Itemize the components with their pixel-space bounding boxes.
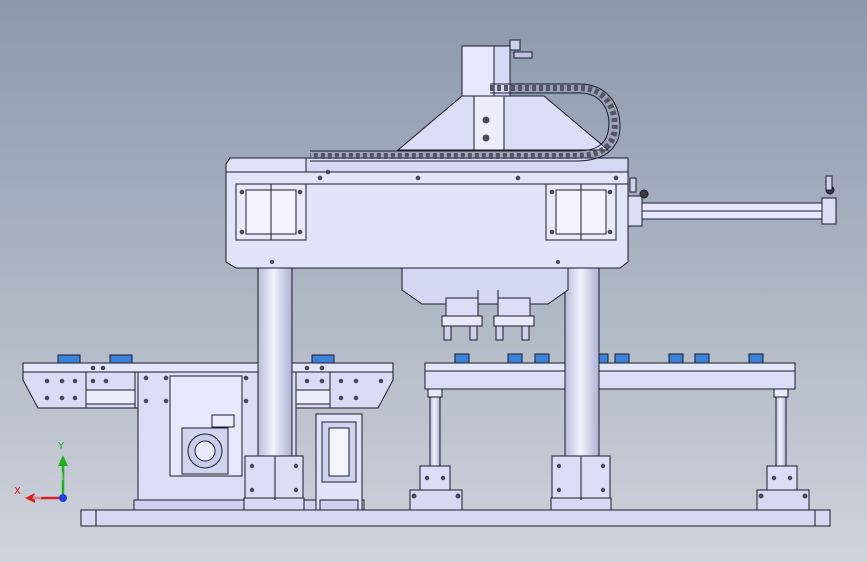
orientation-triad <box>25 455 68 503</box>
z-axis-marker <box>59 494 67 502</box>
control-box <box>315 413 363 511</box>
x-axis-label: X <box>14 486 21 497</box>
upper-carriage <box>396 39 610 151</box>
right-work-table <box>409 353 810 511</box>
side-cylinder-arm <box>627 175 837 227</box>
cable-drag-chain <box>310 85 618 159</box>
gripper-head <box>441 290 535 341</box>
gantry-beam <box>225 157 629 305</box>
support-columns <box>243 239 612 511</box>
y-axis-label: Y <box>58 441 65 452</box>
